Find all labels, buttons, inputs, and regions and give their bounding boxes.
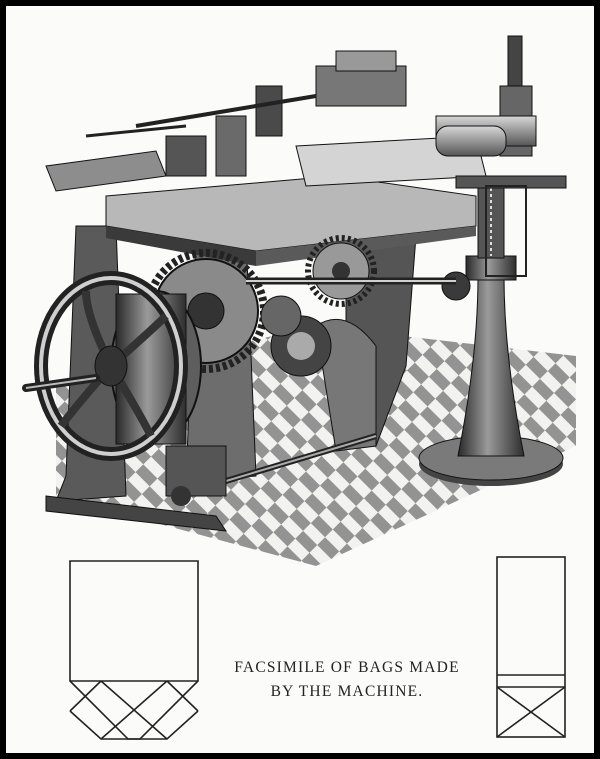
bag-diagram-left [69, 560, 199, 740]
bag-diagram-right [496, 556, 566, 738]
machine-illustration [22, 35, 576, 566]
page-frame: FACSIMILE OF BAGS MADE BY THE MACHINE. [6, 6, 594, 753]
figure-caption: FACSIMILE OF BAGS MADE BY THE MACHINE. [212, 656, 482, 704]
caption-line-2: BY THE MACHINE. [270, 683, 424, 700]
caption-line-1: FACSIMILE OF BAGS MADE [234, 659, 460, 676]
flywheel [22, 271, 227, 506]
